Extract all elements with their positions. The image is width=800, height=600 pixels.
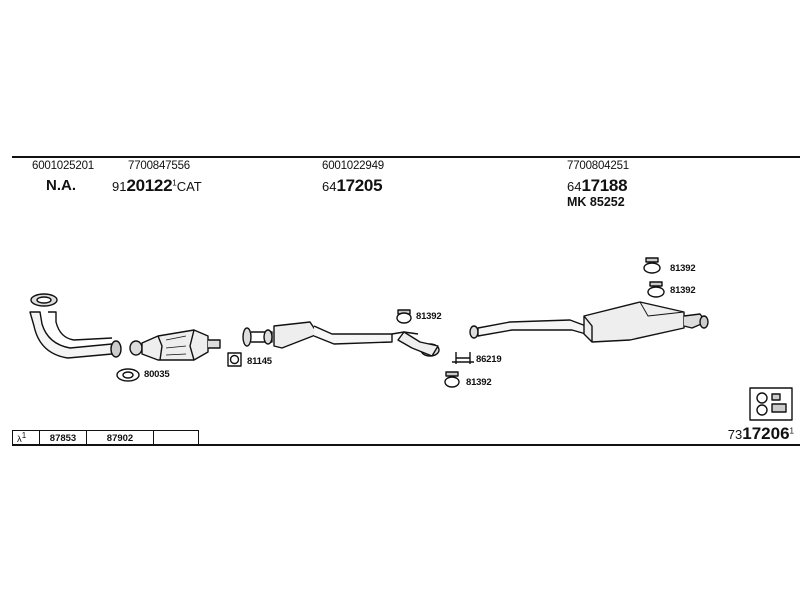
catalytic-converter — [129, 329, 221, 361]
rubber-hanger-icon — [444, 371, 460, 388]
kit-part-number: 73172061 — [728, 424, 794, 444]
part-number-middle: 6417205 — [322, 176, 383, 196]
code-na: N.A. — [46, 177, 76, 194]
clamp-icon — [452, 352, 474, 364]
rubber-hanger-icon — [396, 309, 412, 324]
ref-number-4: 7700804251 — [567, 160, 629, 172]
label-hanger-rear-bottom: 81392 — [670, 285, 696, 296]
label-gasket-small: 81145 — [247, 356, 272, 367]
part-main: 17188 — [581, 176, 628, 195]
lambda-sensor-table: λ1 87853 87902 — [12, 429, 199, 447]
ref-number-1: 6001025201 — [32, 160, 94, 172]
cat-suffix: CAT — [176, 179, 202, 194]
top-rule — [12, 156, 800, 158]
footer-prefix: 73 — [727, 427, 743, 442]
flange-gasket-icon — [227, 352, 242, 367]
mk-kit-number: MK 85252 — [567, 195, 625, 209]
bottom-rule — [12, 444, 800, 446]
part-prefix: 91 — [112, 179, 127, 194]
front-pipe — [29, 293, 122, 359]
rubber-hanger-icon — [647, 281, 665, 298]
footer-part: 17206 — [742, 424, 790, 443]
footer-sup: 1 — [789, 426, 794, 436]
rubber-hanger-icon — [643, 257, 661, 274]
part-prefix: 64 — [567, 179, 582, 194]
gasket-icon — [116, 368, 140, 382]
label-clamp: 86219 — [476, 354, 502, 365]
middle-pipe — [242, 321, 440, 357]
rear-silencer — [469, 301, 709, 343]
ref-number-2: 7700847556 — [128, 160, 190, 172]
part-number-catalyst: 91201221CAT — [112, 176, 202, 195]
part-main: 17205 — [336, 176, 383, 195]
fitting-kit-icon — [749, 387, 793, 421]
label-hanger-mid: 81392 — [416, 311, 442, 322]
part-number-rear: 6417188 — [567, 176, 628, 196]
part-main: 20122 — [126, 176, 173, 195]
label-hanger-low: 81392 — [466, 377, 492, 388]
label-hanger-rear-top: 81392 — [670, 263, 696, 274]
ref-number-3: 6001022949 — [322, 160, 384, 172]
label-gasket-front: 80035 — [144, 369, 170, 380]
part-prefix: 64 — [322, 179, 337, 194]
